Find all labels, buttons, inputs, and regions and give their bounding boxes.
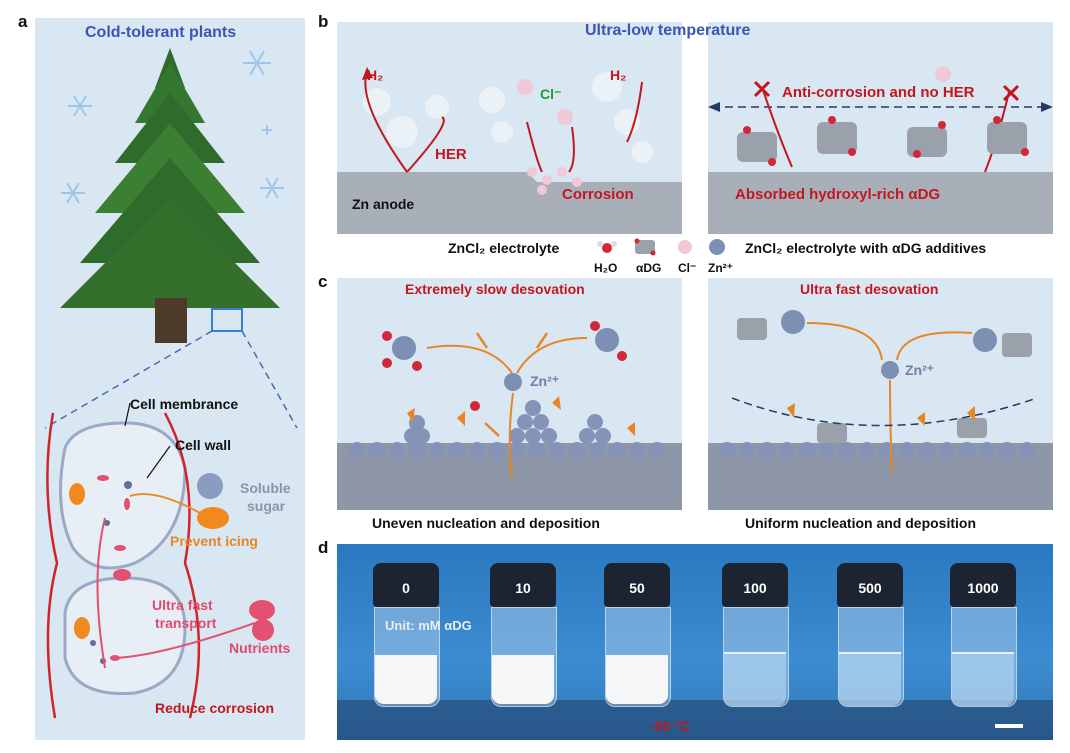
vial-cap [837, 563, 903, 607]
zn-ion-left-label: Zn²⁺ [530, 373, 560, 389]
h2-right-label: H₂ [610, 67, 627, 83]
sugar-label: sugar [247, 498, 286, 514]
frozen-electrolyte [492, 655, 554, 704]
vial-label: 500 [858, 580, 882, 596]
nutrients-label: Nutrients [229, 640, 291, 656]
panel-b-letter: b [318, 12, 329, 31]
absorbed-label: Absorbed hydroxyl-rich αDG [735, 186, 941, 203]
panel-a-title: Cold-tolerant plants [85, 24, 237, 41]
legend-adg: αDG [636, 261, 662, 275]
cell-membrance-label: Cell membrance [130, 396, 239, 412]
pine-tree-icon [60, 48, 280, 343]
legend-left: ZnCl₂ electrolyte [448, 240, 560, 256]
cell-illustration [46, 402, 275, 719]
vial-label: 100 [743, 580, 767, 596]
soluble-label: Soluble [240, 480, 291, 496]
vial-cap [604, 563, 670, 607]
anti-corrosion-label: Anti-corrosion and no HER [782, 84, 975, 101]
liquid-electrolyte [839, 652, 901, 706]
water-molecule-icon [597, 241, 617, 253]
vial-cap [373, 563, 439, 607]
temperature-label: -50 °C [650, 718, 690, 734]
panel-c-right-caption: Uniform nucleation and deposition [745, 515, 976, 531]
legend-zn: Zn²⁺ [708, 261, 733, 275]
legend-h2o: H₂O [594, 261, 618, 275]
her-label: HER [435, 146, 467, 163]
legend-icons [597, 238, 725, 256]
vial-cap [490, 563, 556, 607]
reduce-corrosion-label: Reduce corrosion [155, 700, 275, 716]
frozen-electrolyte [375, 655, 437, 704]
unit-label: Unit: mM αDG [385, 618, 472, 633]
panel-c-letter: c [318, 272, 328, 291]
prevent-icing-label: Prevent icing [170, 533, 258, 549]
legend-cl: Cl⁻ [678, 261, 697, 275]
corrosion-label: Corrosion [562, 186, 634, 203]
liquid-electrolyte [952, 652, 1014, 706]
cell-wall-label: Cell wall [175, 437, 232, 453]
liquid-electrolyte [724, 652, 786, 706]
vial-label: 10 [515, 580, 531, 596]
ultra-fast-label: Ultra fast [152, 597, 213, 613]
adg-molecule-icon [634, 238, 656, 256]
cl-ion-icon [678, 240, 692, 254]
zoom-box [211, 308, 243, 332]
scale-bar [995, 724, 1023, 728]
pine-tree-illustration [44, 48, 298, 719]
vial-label: 1000 [967, 580, 999, 596]
vial-label: 50 [629, 580, 645, 596]
panel-c-right-title: Ultra fast desovation [800, 281, 939, 297]
vial-cap [722, 563, 788, 607]
cl-label: Cl⁻ [540, 86, 562, 102]
vial-label: 0 [402, 580, 410, 596]
zn-ion-right-label: Zn²⁺ [905, 362, 935, 378]
panel-c-left-caption: Uneven nucleation and deposition [372, 515, 600, 531]
panel-a-letter: a [18, 12, 28, 31]
panel-b-illustration [337, 66, 1053, 234]
panel-b-title: Ultra-low temperature [585, 22, 751, 39]
legend-right: ZnCl₂ electrolyte with αDG additives [745, 240, 987, 256]
zn-ion-icon [709, 239, 725, 255]
panel-d-letter: d [318, 538, 329, 557]
transport-label: transport [155, 615, 217, 631]
panel-c-left-title: Extremely slow desovation [405, 281, 585, 297]
snowflake-icon [61, 50, 284, 204]
h2-left-label: H₂ [367, 67, 384, 83]
zn-anode-label: Zn anode [352, 196, 415, 212]
photo-shelf [337, 700, 1053, 740]
frozen-electrolyte [606, 655, 668, 704]
panel-c-illustration [337, 310, 1053, 510]
vial-cap [950, 563, 1016, 607]
